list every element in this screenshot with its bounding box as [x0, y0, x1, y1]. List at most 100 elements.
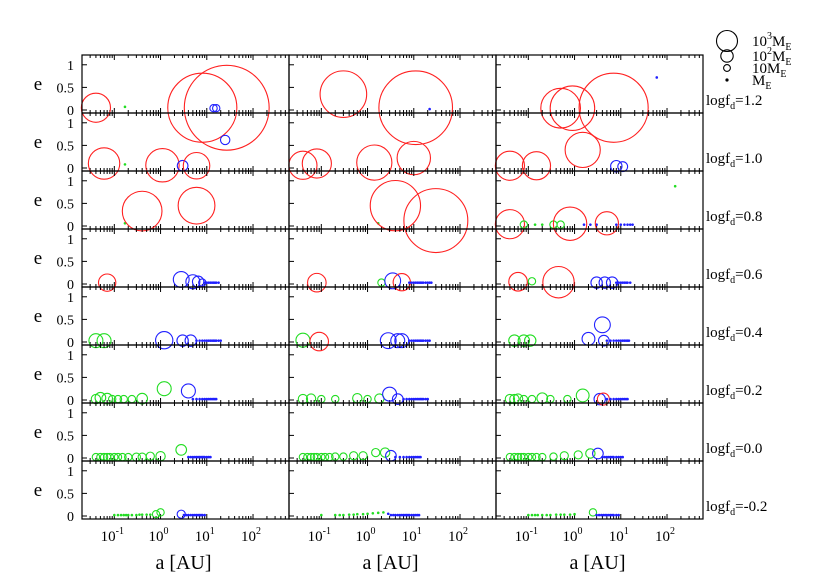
planet-point [347, 513, 351, 516]
panel-frame [288, 228, 497, 288]
x-tick-label: 101 [195, 526, 215, 545]
planet-point [80, 92, 112, 123]
y-tick-label: 0.5 [57, 371, 75, 386]
planet-point [549, 85, 596, 131]
planet-point [426, 397, 430, 401]
planet-point [376, 511, 380, 515]
panel-r2-c2 [494, 170, 704, 241]
row-label: logfd=0.0 [706, 441, 762, 460]
panel-frame [81, 54, 290, 114]
planet-point [627, 339, 631, 342]
y-axis-label: e [34, 422, 42, 443]
panel-frame [495, 170, 704, 230]
planet-point [378, 70, 454, 146]
y-tick-label: 1 [67, 407, 74, 422]
planet-point [575, 388, 590, 403]
panel-r3-c0 [81, 228, 290, 292]
planet-point [122, 513, 126, 517]
planet-point [412, 281, 416, 284]
panel-r7-c2 [495, 460, 704, 520]
y-tick-label: 1 [67, 59, 74, 74]
planet-point [203, 397, 206, 401]
planet-point [309, 331, 330, 352]
planet-point [403, 188, 469, 254]
planet-point [612, 513, 615, 517]
planet-point [573, 450, 583, 460]
planet-point [554, 513, 558, 516]
planet-point [615, 397, 618, 401]
planet-point [358, 451, 368, 461]
y-tick-label: 0 [67, 104, 74, 119]
row-label: logfd=0.4 [706, 325, 763, 344]
planet-point [410, 455, 413, 459]
y-tick-label: 1 [67, 117, 74, 132]
planet-point [589, 223, 592, 226]
planet-point [428, 107, 431, 111]
planet-point [562, 513, 566, 516]
planet-point [182, 513, 186, 517]
planet-point [549, 452, 558, 461]
planet-point [628, 223, 632, 226]
planet-point [195, 397, 198, 401]
y-tick-label: 0.5 [57, 255, 75, 270]
legend-label: 102ME [752, 46, 791, 68]
planet-point [123, 105, 127, 109]
planet-point [201, 513, 204, 517]
planet-point [355, 512, 359, 516]
planet-point [542, 265, 575, 299]
planet-point [148, 513, 152, 516]
y-tick-label: 1 [67, 175, 74, 190]
planet-point [603, 455, 607, 459]
legend-marker [715, 29, 739, 53]
panel-r4-c1 [288, 286, 497, 352]
planet-point [301, 148, 332, 179]
planet-point [585, 448, 596, 459]
x-tick-label: 102 [241, 526, 261, 545]
panel-r7-c0 [81, 460, 290, 520]
planet-point [113, 513, 116, 517]
panel-r0-c2 [495, 54, 704, 143]
planet-point [201, 397, 204, 401]
planet-point [588, 508, 598, 517]
planet-point [182, 151, 211, 180]
planet-point [219, 339, 223, 342]
y-axis-label: e [34, 190, 42, 211]
y-tick-label: 0.5 [57, 197, 75, 212]
planet-point [184, 513, 188, 517]
planet-point [385, 449, 397, 462]
planet-point [123, 163, 127, 166]
planet-point [582, 223, 586, 226]
planet-point [602, 513, 605, 517]
planet-point [127, 394, 137, 404]
panel-frame [495, 460, 704, 520]
planet-point [394, 455, 397, 459]
planet-point [138, 513, 141, 516]
planet-point [151, 509, 161, 519]
planet-point [408, 397, 411, 401]
planet-point [217, 339, 220, 342]
planet-point [124, 513, 128, 517]
planet-point [394, 513, 397, 517]
planet-point [412, 455, 416, 459]
planet-point [597, 334, 610, 347]
planet-point [214, 339, 218, 342]
panel-r5-c0 [81, 344, 290, 405]
planet-point [552, 206, 588, 241]
planet-point [191, 455, 195, 459]
row-label: logfd=-0.2 [706, 499, 767, 518]
panel-frame [288, 112, 497, 172]
planet-point [605, 339, 609, 342]
planet-point [412, 339, 416, 342]
planet-point [126, 513, 130, 517]
planet-point [390, 333, 406, 349]
planet-point [430, 281, 433, 284]
planet-point [615, 513, 618, 517]
planet-point [410, 339, 413, 342]
planet-point [339, 452, 348, 461]
panel-r4-c2 [495, 286, 704, 347]
x-axis-label: a [AU] [362, 552, 418, 574]
planet-point [389, 513, 393, 517]
panel-frame [288, 402, 497, 462]
